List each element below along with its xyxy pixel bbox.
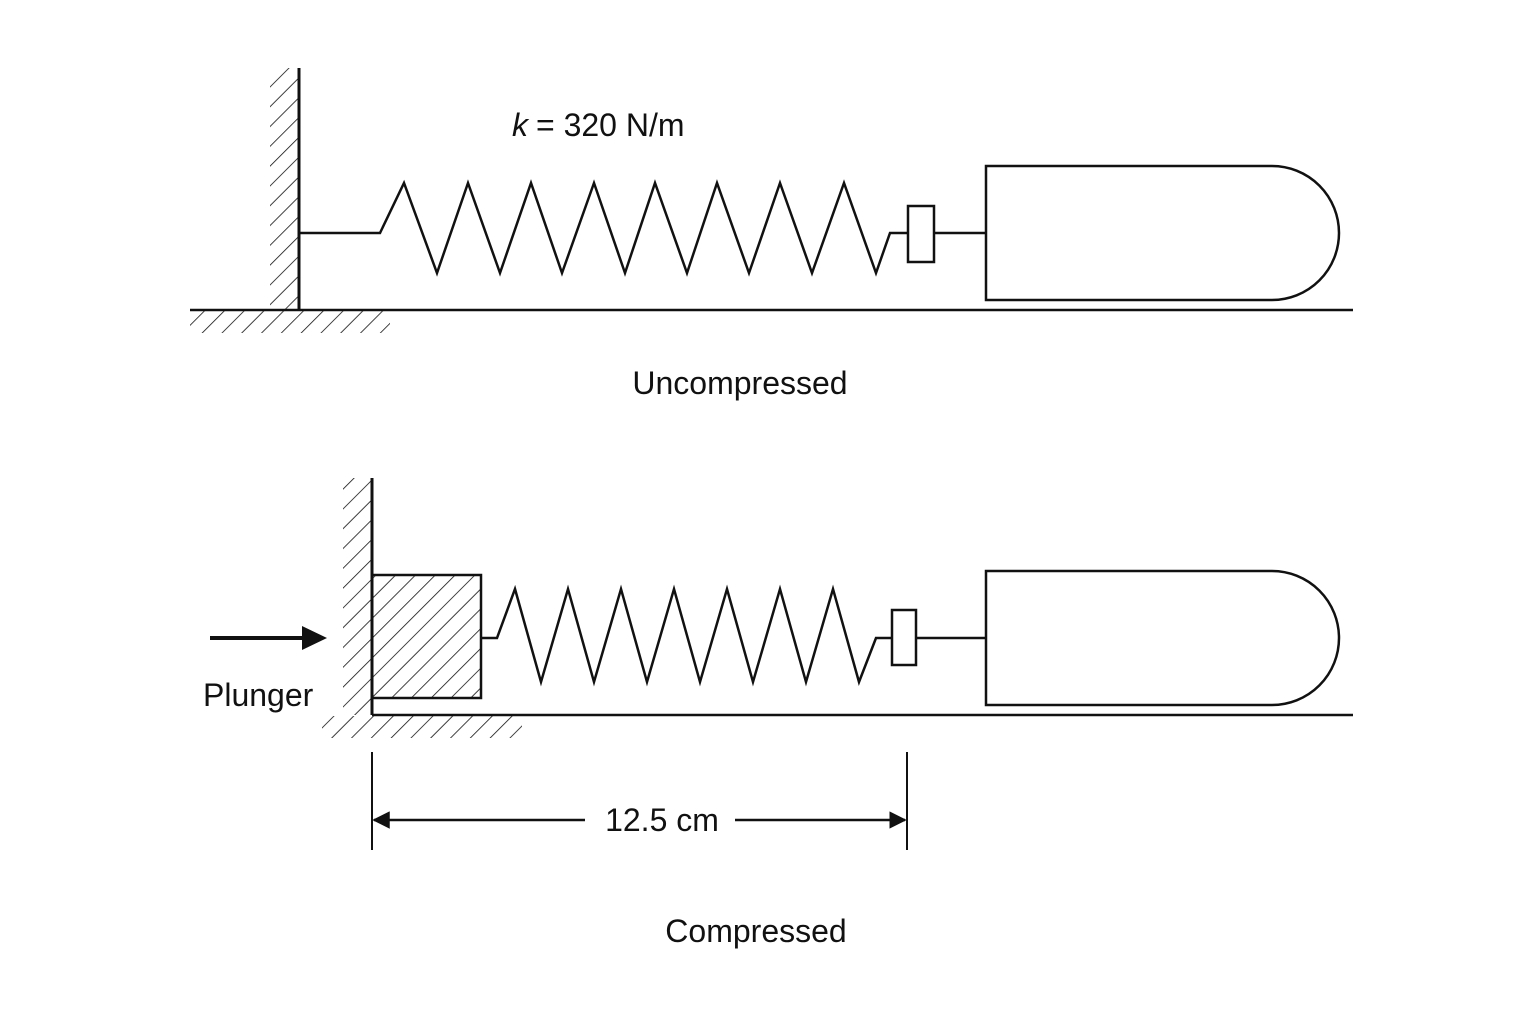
plunger-label: Plunger [203, 677, 314, 713]
spring-constant-label: k= 320 N/m [512, 107, 685, 143]
plunger-block [370, 573, 483, 700]
top-projectile [984, 164, 1341, 302]
top-ground-hatching [190, 311, 390, 333]
top-wall-hatching [270, 68, 299, 310]
compression-distance-label: 12.5 cm [605, 802, 719, 838]
uncompressed-caption: Uncompressed [632, 365, 847, 401]
uncompressed-assembly: k= 320 N/m Uncompressed [190, 68, 1353, 401]
bottom-wall-hatching [343, 478, 372, 715]
top-connector-block [906, 204, 936, 264]
bottom-ground-hatching [322, 716, 522, 738]
bottom-projectile [984, 569, 1341, 707]
compressed-caption: Compressed [665, 913, 846, 949]
bottom-spring [481, 584, 892, 687]
plunger-block-hatching [372, 575, 481, 698]
top-spring [299, 179, 908, 277]
bottom-connector-block [890, 608, 918, 667]
compressed-assembly: Plunger 12.5 cm Compressed [203, 478, 1353, 949]
plunger-arrowhead [302, 626, 327, 650]
